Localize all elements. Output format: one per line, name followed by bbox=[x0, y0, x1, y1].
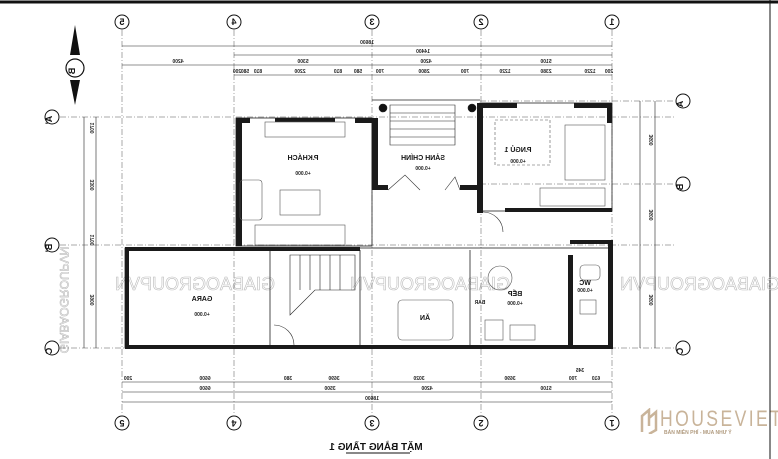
drawing-title: MẶT BẰNG TẦNG 1 bbox=[329, 440, 423, 454]
svg-text:4: 4 bbox=[231, 418, 236, 428]
houseviet-logo: HOUSEVIET BÁN MIỄN PHÍ - MUA NHƯ Ý bbox=[640, 406, 778, 440]
room-lobby: SẢNH CHÍNH bbox=[401, 153, 445, 162]
svg-text:3: 3 bbox=[369, 418, 374, 428]
top-dimensions: 18600 14400 4200 5300 4200 5100 200 580 … bbox=[172, 40, 613, 75]
svg-text:+0.000: +0.000 bbox=[577, 288, 593, 294]
svg-text:2380: 2380 bbox=[540, 69, 551, 75]
svg-text:4200: 4200 bbox=[421, 386, 432, 392]
svg-text:3900: 3900 bbox=[90, 294, 96, 305]
svg-text:6600: 6600 bbox=[199, 376, 210, 382]
svg-text:700: 700 bbox=[376, 69, 385, 75]
room-bar: BAR bbox=[474, 300, 485, 306]
svg-text:+0.000: +0.000 bbox=[415, 166, 431, 172]
room-labels: P.KHÁCH +0.000 SẢNH CHÍNH +0.000 P.NGỦ 1… bbox=[192, 145, 593, 322]
svg-text:+0.000: +0.000 bbox=[510, 159, 526, 165]
svg-text:18600: 18600 bbox=[360, 40, 374, 46]
svg-text:6600: 6600 bbox=[199, 386, 210, 392]
svg-text:3690: 3690 bbox=[328, 376, 339, 382]
north-arrow-icon: B bbox=[65, 25, 85, 105]
side-dimensions: 1700 3300 1700 3900 3600 3600 3600 bbox=[90, 122, 655, 305]
svg-text:4200: 4200 bbox=[172, 59, 183, 65]
svg-text:5100: 5100 bbox=[540, 386, 551, 392]
svg-text:C: C bbox=[44, 348, 54, 355]
svg-text:810: 810 bbox=[334, 69, 343, 75]
svg-text:B: B bbox=[67, 68, 77, 75]
svg-text:700: 700 bbox=[569, 376, 578, 382]
svg-text:1220: 1220 bbox=[499, 69, 510, 75]
svg-text:2800: 2800 bbox=[418, 69, 429, 75]
svg-text:+0.000: +0.000 bbox=[295, 171, 311, 177]
room-kitchen: BẾP bbox=[507, 288, 522, 298]
svg-text:380: 380 bbox=[284, 376, 293, 382]
bottom-dimensions: 200 6600 380 3690 3020 3690 700 345 610 … bbox=[124, 368, 601, 402]
svg-text:200: 200 bbox=[124, 376, 133, 382]
svg-text:2: 2 bbox=[478, 418, 483, 428]
svg-text:3600: 3600 bbox=[649, 294, 655, 305]
svg-text:B: B bbox=[675, 184, 685, 191]
svg-text:3600: 3600 bbox=[649, 134, 655, 145]
axis-label-4: 4 bbox=[231, 17, 236, 27]
svg-text:345: 345 bbox=[576, 368, 585, 374]
svg-text:14400: 14400 bbox=[416, 49, 430, 55]
wall-outlines bbox=[124, 99, 613, 349]
furniture bbox=[239, 119, 606, 341]
staircase bbox=[289, 103, 477, 316]
svg-text:GIABAOGROUPVN: GIABAOGROUPVN bbox=[620, 274, 778, 294]
axis-label-5: 5 bbox=[119, 17, 124, 27]
svg-text:B': B' bbox=[44, 244, 54, 253]
walls bbox=[125, 103, 613, 349]
dimension-lines bbox=[83, 45, 656, 403]
grid-axis-bubbles: 5 4 3 2 1 5 4 3 2 1 A' B' C A B C bbox=[44, 14, 691, 431]
svg-text:610: 610 bbox=[592, 376, 601, 382]
svg-text:1700: 1700 bbox=[90, 122, 96, 133]
svg-text:700: 700 bbox=[461, 69, 470, 75]
svg-text:4200: 4200 bbox=[420, 59, 431, 65]
svg-text:3500: 3500 bbox=[324, 386, 335, 392]
room-dining: ĂN bbox=[420, 313, 430, 322]
svg-text:A: A bbox=[675, 101, 685, 108]
svg-text:5: 5 bbox=[119, 418, 124, 428]
svg-text:3600: 3600 bbox=[649, 209, 655, 220]
room-wc: WC bbox=[579, 280, 591, 287]
svg-text:+0.000: +0.000 bbox=[194, 312, 210, 318]
room-living: P.KHÁCH bbox=[288, 153, 319, 162]
doors bbox=[273, 174, 504, 346]
svg-text:580: 580 bbox=[354, 69, 363, 75]
svg-text:810: 810 bbox=[254, 69, 263, 75]
svg-text:GIABAOGROUPVN: GIABAOGROUPVN bbox=[57, 247, 71, 354]
svg-text:580: 580 bbox=[241, 69, 250, 75]
svg-text:A': A' bbox=[44, 116, 54, 125]
svg-text:MẶT BẰNG TẦNG 1: MẶT BẰNG TẦNG 1 bbox=[329, 440, 423, 453]
room-garage: GARA bbox=[192, 296, 213, 303]
room-bedroom: P.NGỦ 1 bbox=[504, 145, 531, 154]
svg-text:2200: 2200 bbox=[294, 69, 305, 75]
svg-text:200: 200 bbox=[605, 69, 614, 75]
axis-label-1: 1 bbox=[609, 17, 614, 27]
svg-text:3020: 3020 bbox=[413, 376, 424, 382]
svg-text:5300: 5300 bbox=[297, 59, 308, 65]
svg-text:GIABAOGROUPVN: GIABAOGROUPVN bbox=[350, 274, 510, 294]
svg-text:GIABAOGROUPVN: GIABAOGROUPVN bbox=[115, 274, 275, 294]
svg-text:5100: 5100 bbox=[540, 59, 551, 65]
svg-text:18600: 18600 bbox=[365, 396, 379, 402]
svg-text:3300: 3300 bbox=[90, 179, 96, 190]
svg-text:+0.000: +0.000 bbox=[507, 301, 523, 307]
svg-text:200: 200 bbox=[233, 69, 242, 75]
svg-text:1: 1 bbox=[609, 418, 614, 428]
svg-text:C: C bbox=[675, 348, 685, 355]
axis-label-3: 3 bbox=[369, 17, 374, 27]
axis-label-2: 2 bbox=[478, 17, 483, 27]
svg-text:1220: 1220 bbox=[584, 69, 595, 75]
houseviet-logo-icon bbox=[640, 408, 658, 434]
svg-text:3690: 3690 bbox=[504, 376, 515, 382]
svg-text:1700: 1700 bbox=[90, 234, 96, 245]
grid-lines bbox=[60, 30, 675, 415]
